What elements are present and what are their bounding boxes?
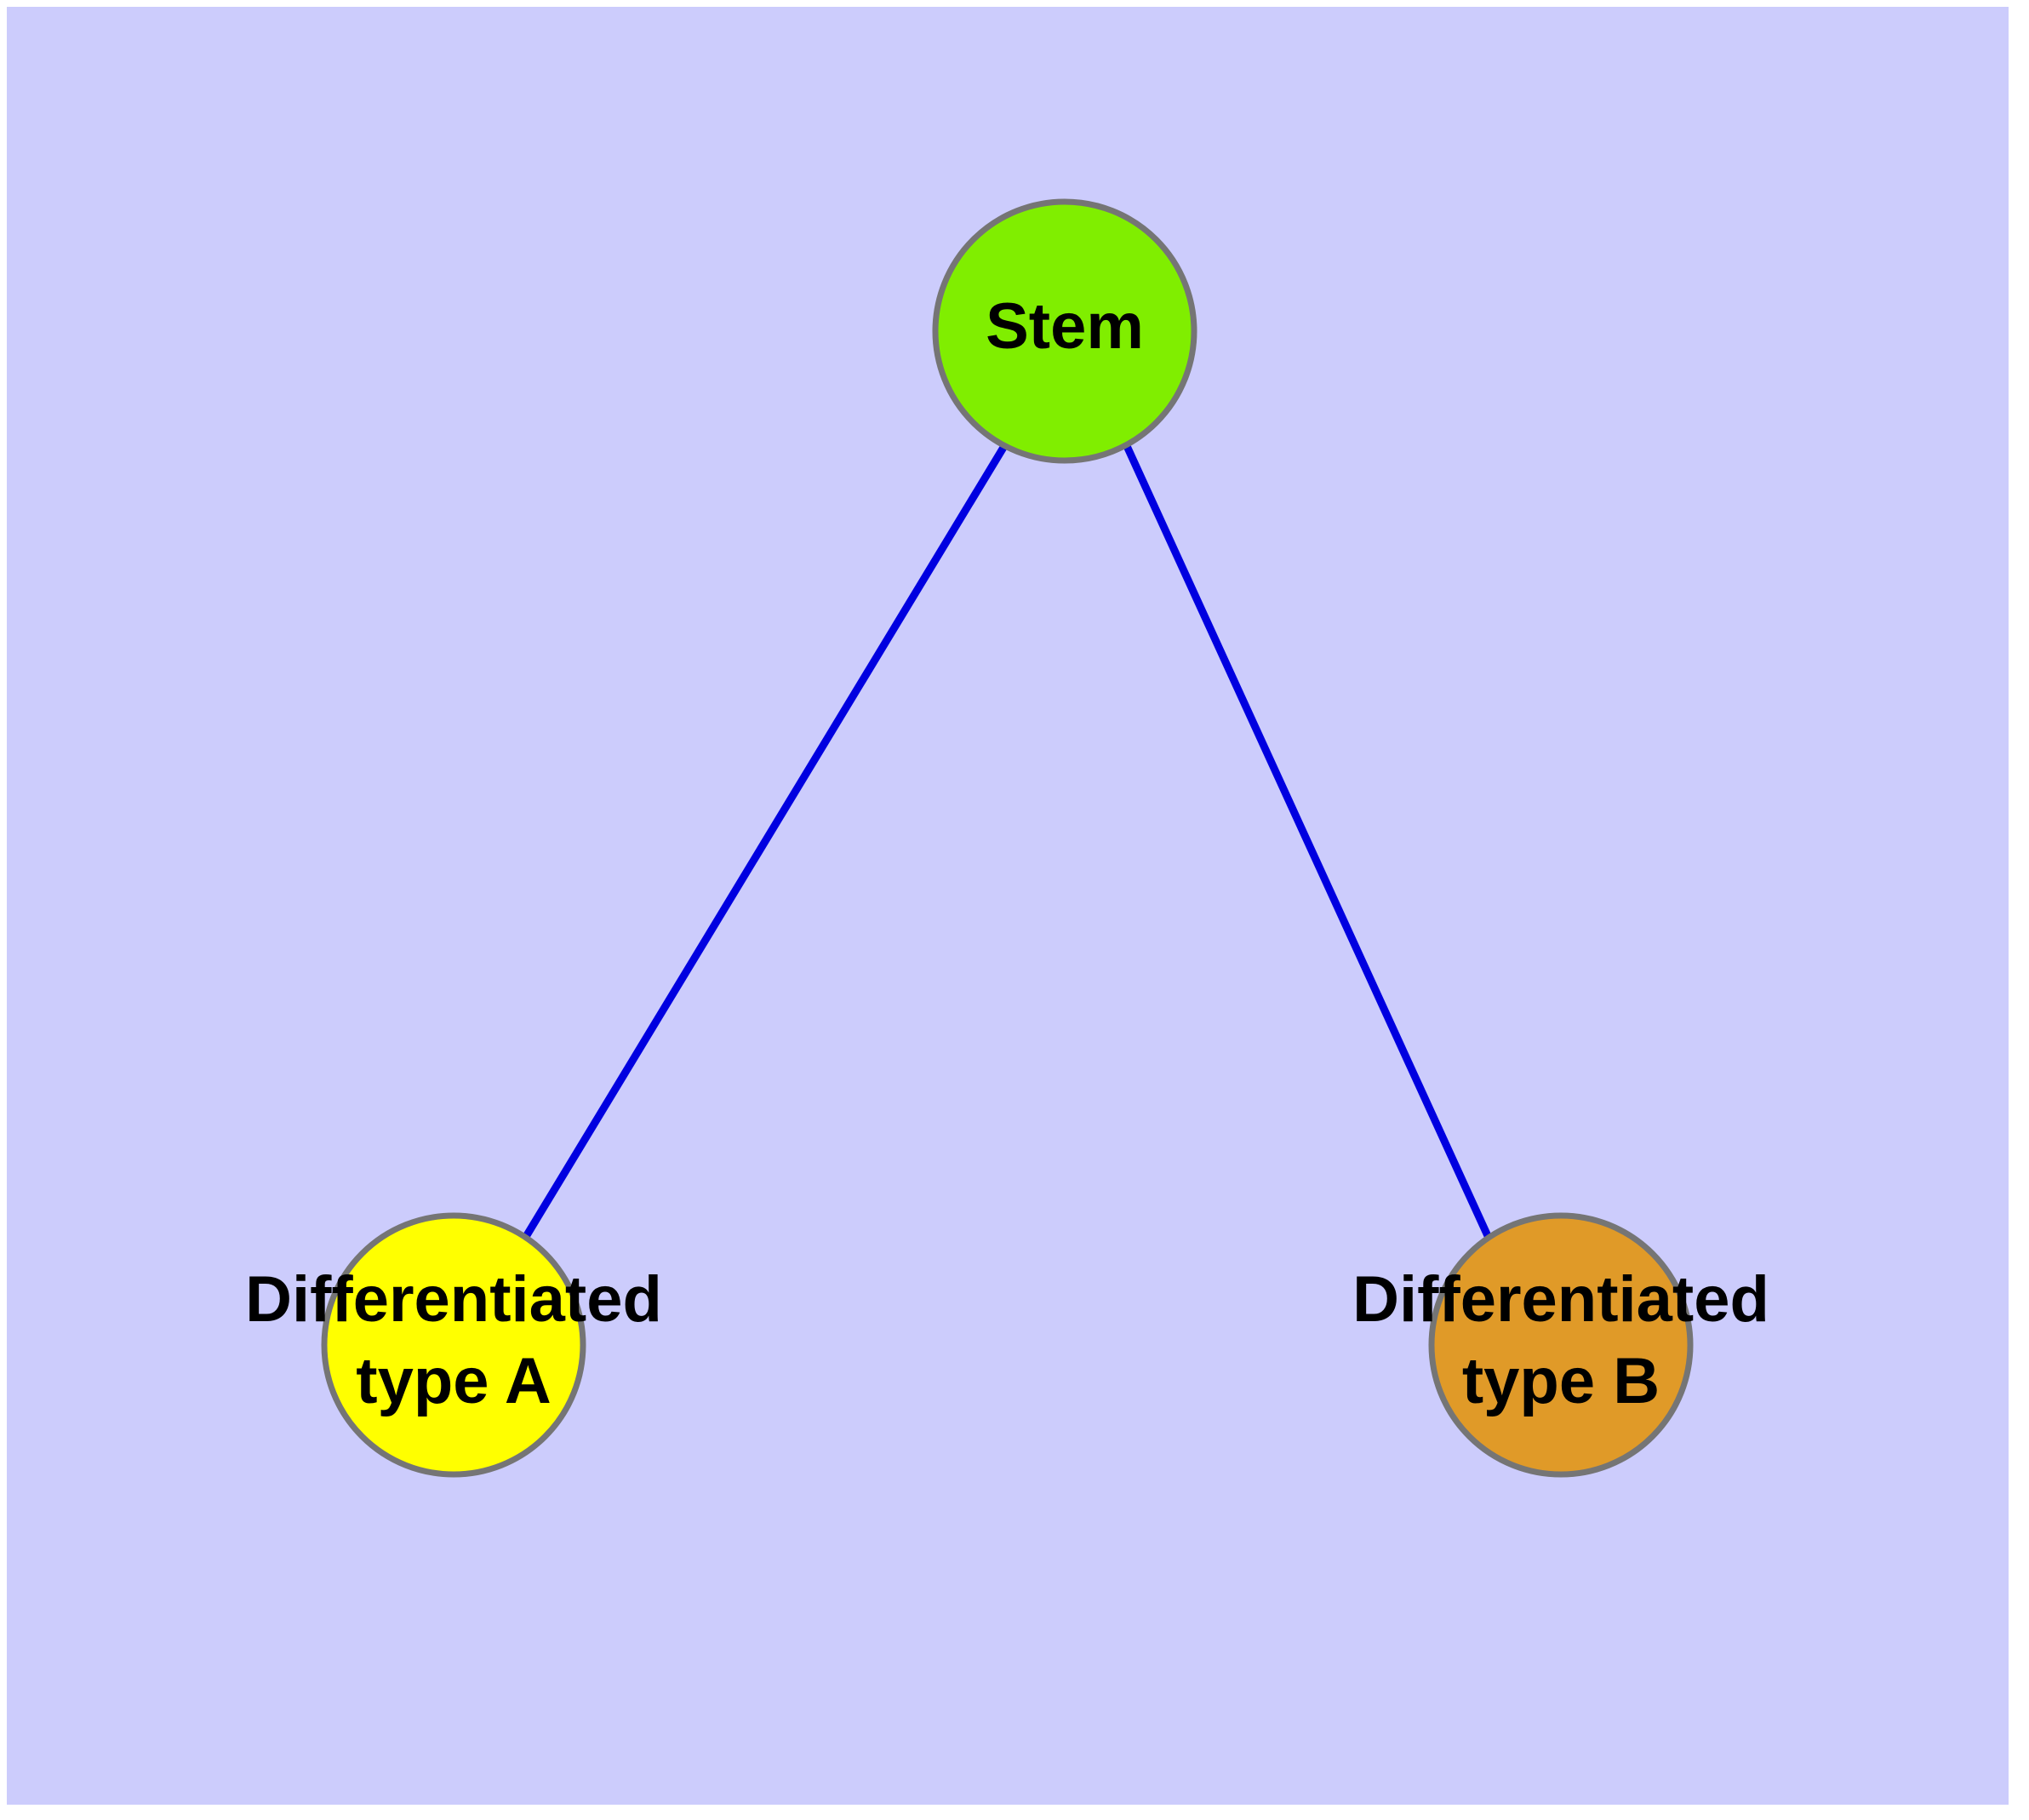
graph-node-stem[interactable] xyxy=(932,198,1197,464)
edges-layer xyxy=(521,444,1493,1242)
graph-edge-stem-to-b[interactable] xyxy=(1123,444,1493,1239)
node-label-diff-a: Differentiated type A xyxy=(245,1263,662,1417)
node-label-line: Differentiated xyxy=(1352,1263,1769,1336)
graph-node-diff-b[interactable] xyxy=(1428,1212,1694,1478)
node-label-line: Stem xyxy=(986,290,1144,363)
node-label-stem: Stem xyxy=(986,290,1144,363)
graph-node-diff-a[interactable] xyxy=(321,1212,586,1478)
nodes-layer xyxy=(321,198,1694,1478)
graph-edge-stem-to-a[interactable] xyxy=(521,444,1008,1242)
node-label-line: Differentiated xyxy=(245,1263,662,1336)
node-label-diff-b: Differentiated type B xyxy=(1352,1263,1769,1417)
node-label-line: type A xyxy=(356,1345,551,1417)
node-label-line: type B xyxy=(1462,1345,1660,1417)
